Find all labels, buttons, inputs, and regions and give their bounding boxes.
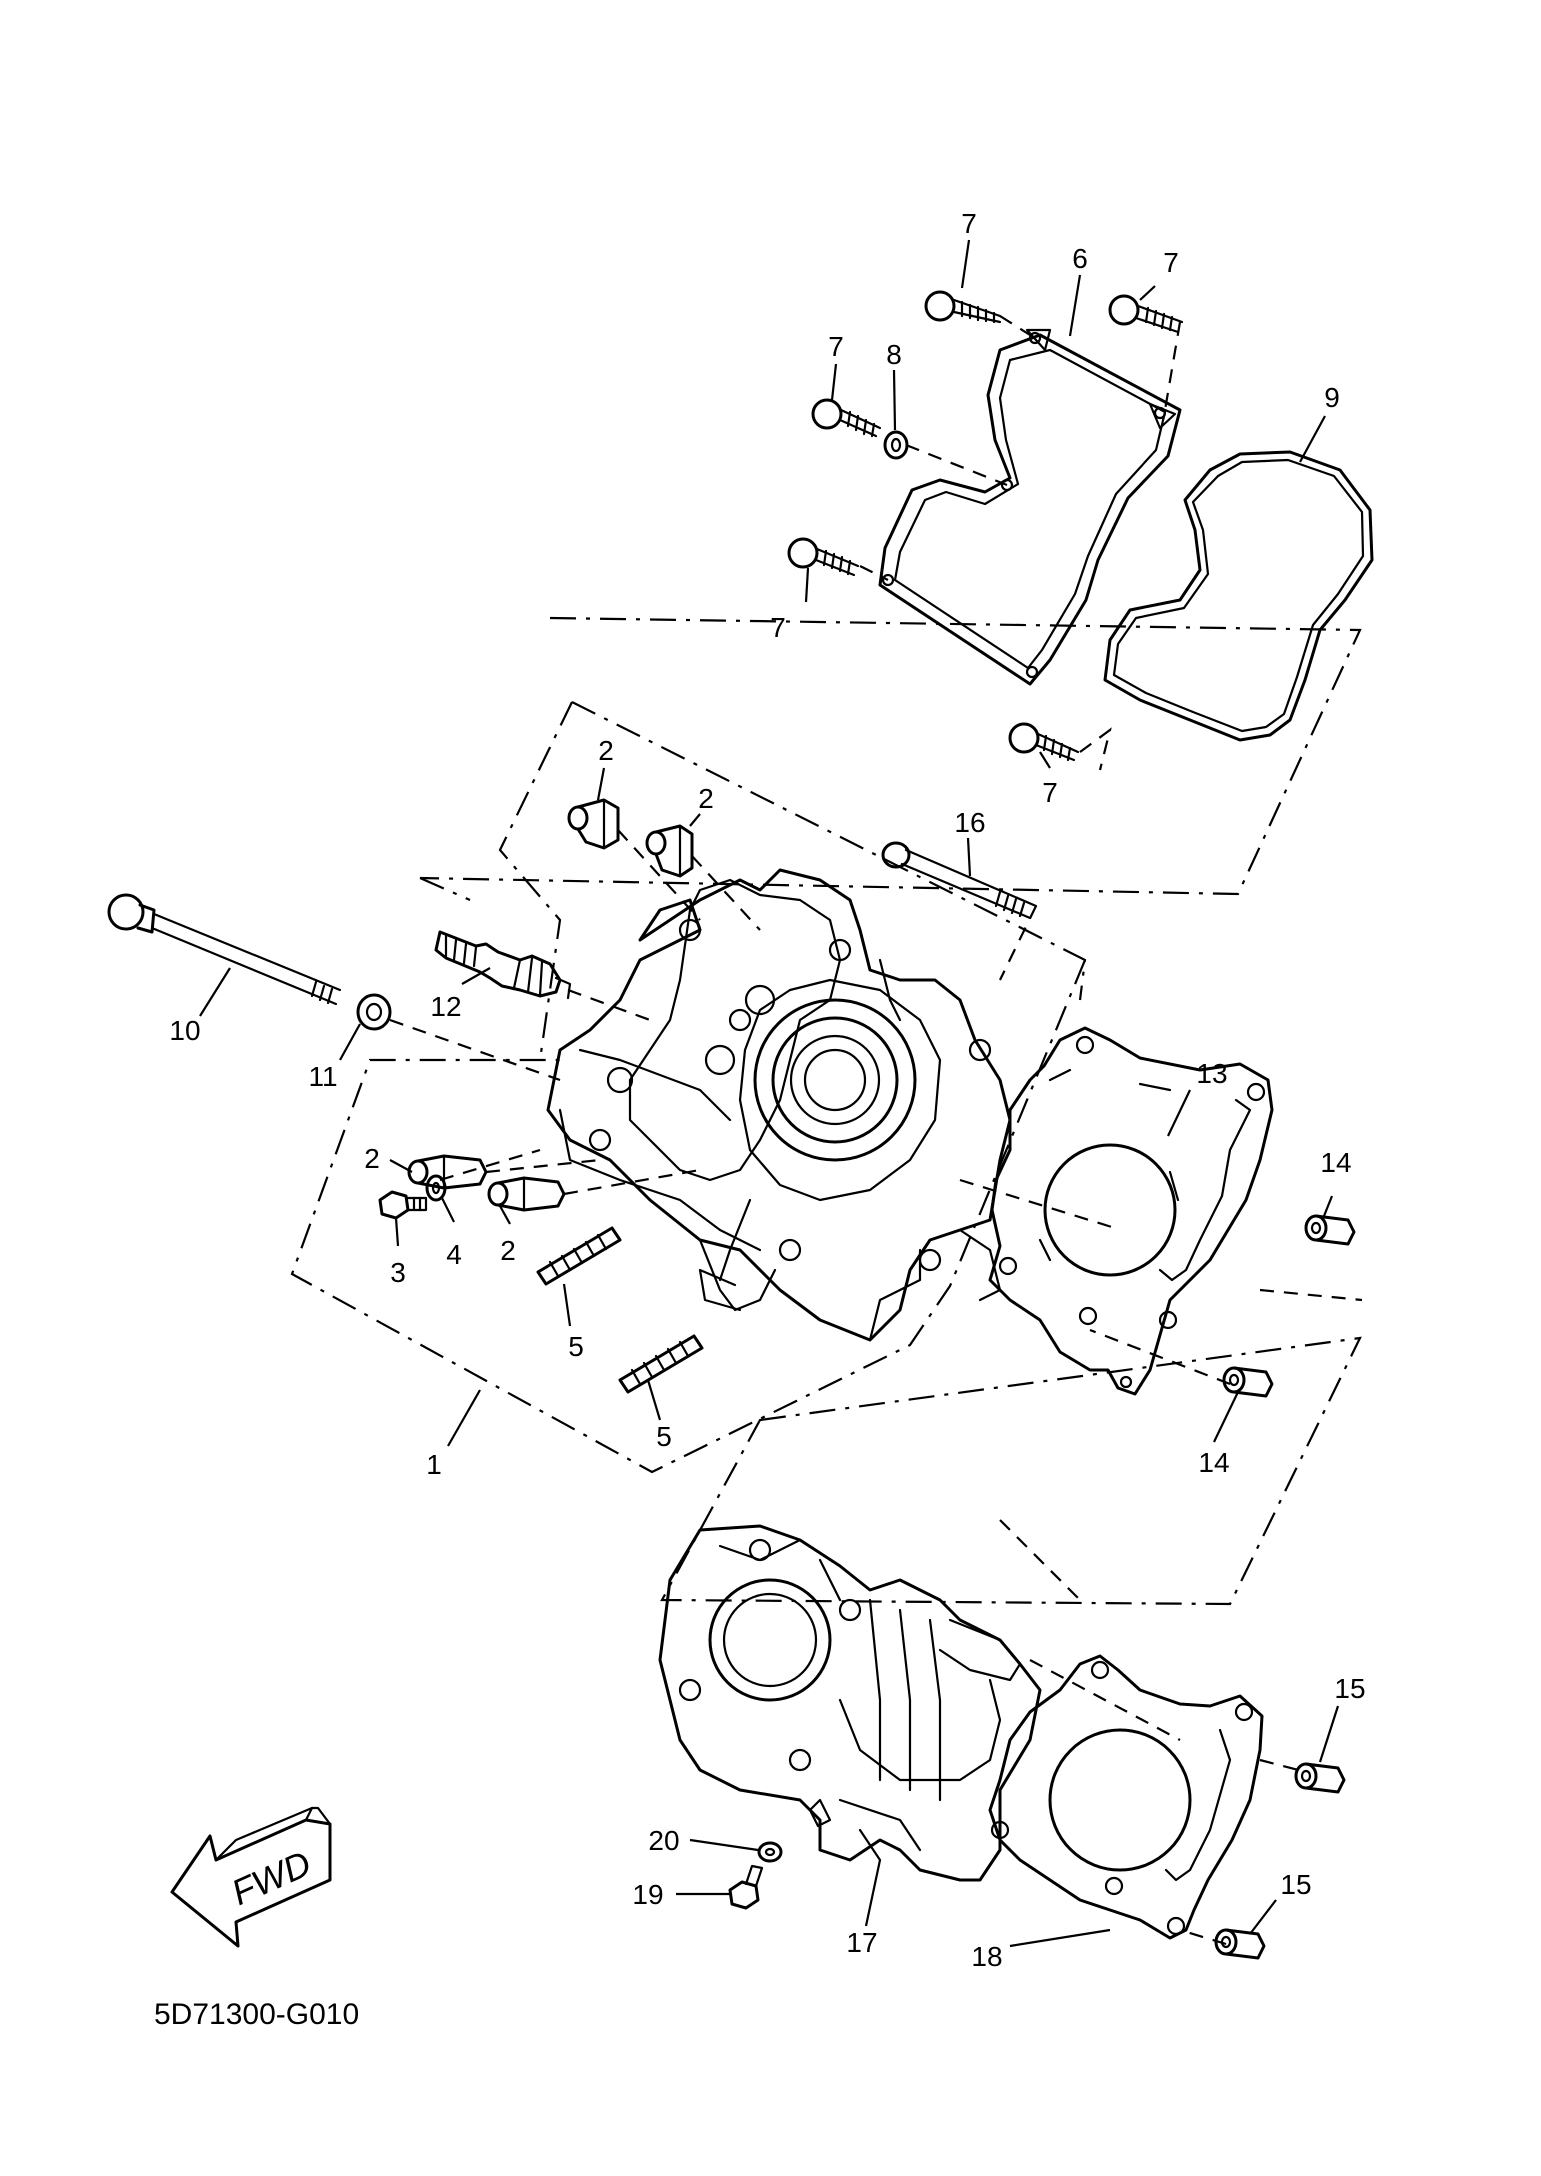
exploded-view-lines (290, 315, 1363, 1946)
cover-bolt-3 (811, 398, 882, 438)
callout-5: 5 (568, 1331, 584, 1362)
callout-18: 18 (971, 1941, 1002, 1972)
callout-9: 9 (1324, 382, 1340, 413)
callout-7: 7 (1163, 247, 1179, 278)
callout-20: 20 (648, 1825, 679, 1856)
dowel-pin-15a (1294, 1762, 1346, 1794)
cylinder-gasket-18 (988, 1654, 1264, 1940)
valve-guide-2c (407, 1154, 488, 1190)
spark-plug-12 (434, 930, 572, 1000)
callout-2: 2 (364, 1143, 380, 1174)
callout-10: 10 (169, 1015, 200, 1046)
washer-4 (425, 1174, 447, 1202)
fwd-arrow: FWD (170, 1806, 332, 1948)
washer-8 (883, 430, 909, 460)
valve-guide-2a (567, 798, 620, 850)
valve-guide-2d (487, 1176, 566, 1212)
callout-11: 11 (308, 1061, 337, 1092)
callout-19: 19 (632, 1879, 663, 1910)
stud-bolt-5b (618, 1334, 704, 1394)
leader-lines (199, 239, 1340, 1948)
callout-7: 7 (770, 612, 786, 643)
callout-4: 4 (446, 1239, 462, 1270)
callout-2: 2 (500, 1235, 516, 1266)
cover-bolt-2 (1108, 294, 1184, 334)
fwd-label: FWD (225, 1842, 317, 1913)
cover-bolt-1 (924, 290, 1002, 324)
callout-14: 14 (1198, 1447, 1229, 1478)
callout-2: 2 (698, 783, 714, 814)
callout-1: 1 (426, 1449, 442, 1480)
callout-5: 5 (656, 1421, 672, 1452)
head-gasket-13 (988, 1026, 1274, 1396)
callout-13: 13 (1196, 1058, 1227, 1089)
dowel-pin-14a (1304, 1214, 1356, 1246)
callout-6: 6 (1072, 243, 1088, 274)
cover-bolt-5 (1008, 722, 1080, 762)
callout-15: 15 (1280, 1869, 1311, 1900)
head-cover-gasket (1103, 450, 1374, 742)
callout-labels: 7 6 7 7 8 9 7 7 2 2 16 10 12 11 13 2 14 … (169, 208, 1365, 1972)
valve-guide-2b (645, 824, 694, 878)
bolt-19 (728, 1864, 764, 1910)
callout-14: 14 (1320, 1147, 1351, 1178)
callout-3: 3 (390, 1257, 406, 1288)
stud-bolt-5a (536, 1226, 622, 1286)
head-bolt-16 (881, 841, 1038, 920)
callout-16: 16 (954, 807, 985, 838)
callout-17: 17 (846, 1927, 877, 1958)
callout-8: 8 (886, 339, 902, 370)
callout-2: 2 (598, 735, 614, 766)
callout-12: 12 (430, 991, 461, 1022)
dowel-pin-14b (1222, 1366, 1274, 1398)
callout-15: 15 (1334, 1673, 1365, 1704)
washer-20 (757, 1841, 783, 1863)
cylinder-block (658, 1524, 1042, 1882)
cylinder-head (546, 868, 1012, 1342)
cylinder-head-cover (878, 328, 1182, 686)
callout-7: 7 (1042, 777, 1058, 808)
cover-bolt-4 (787, 537, 860, 577)
callout-7: 7 (828, 331, 844, 362)
washer-11 (356, 993, 392, 1031)
drawing-id: 5D71300-G010 (154, 1998, 359, 2031)
long-bolt-10 (107, 893, 342, 1006)
callout-7: 7 (961, 208, 977, 239)
bolt-3 (378, 1190, 428, 1220)
